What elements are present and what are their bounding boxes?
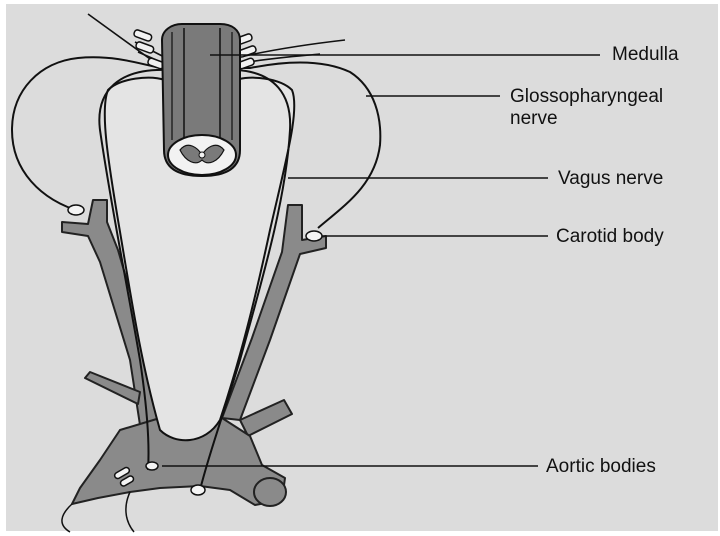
- label-vagus-nerve: Vagus nerve: [558, 168, 663, 190]
- lower-outline: [62, 504, 72, 532]
- medulla-shape: [162, 24, 240, 176]
- label-medulla: Medulla: [612, 44, 679, 66]
- right-subclavian-branch: [240, 400, 292, 436]
- label-glossopharyngeal-nerve: Glossopharyngeal nerve: [510, 86, 663, 130]
- lower-outline-right: [126, 492, 134, 532]
- label-carotid-body: Carotid body: [556, 226, 664, 248]
- aorta-end: [254, 478, 286, 506]
- label-aortic-bodies: Aortic bodies: [546, 456, 656, 478]
